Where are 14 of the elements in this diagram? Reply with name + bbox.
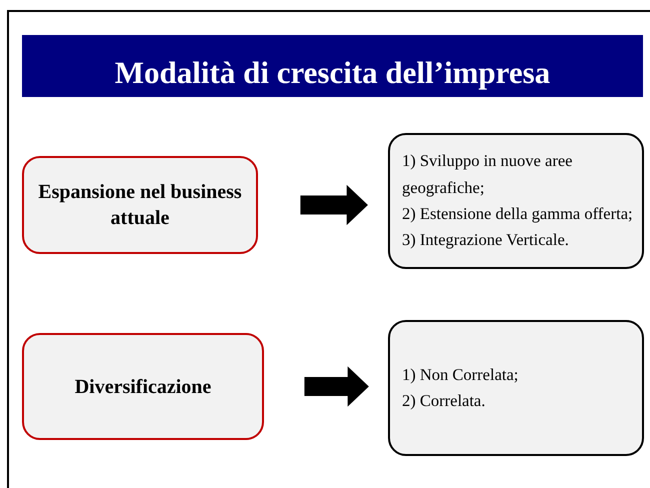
list-item: 3) Integrazione Verticale. — [402, 229, 570, 252]
list-item: 1) Sviluppo in nuove aree geografiche; — [402, 150, 574, 199]
category-box — [22, 156, 258, 254]
category-box — [22, 333, 264, 440]
list-box — [388, 320, 644, 456]
list-item: 2) Correlata. — [402, 390, 486, 412]
block-arrow — [300, 184, 368, 226]
list-item: 2) Estensione della gamma offerta; — [402, 203, 634, 225]
title-banner: Modalità di crescita dell’impresa — [22, 35, 643, 97]
block-arrow — [304, 366, 369, 407]
list-item: 1) Non Correlata; — [402, 364, 520, 386]
box-label: Diversificazione — [74, 374, 212, 400]
list-box — [388, 133, 644, 269]
box-label: Espansione nel business attuale — [37, 180, 243, 231]
